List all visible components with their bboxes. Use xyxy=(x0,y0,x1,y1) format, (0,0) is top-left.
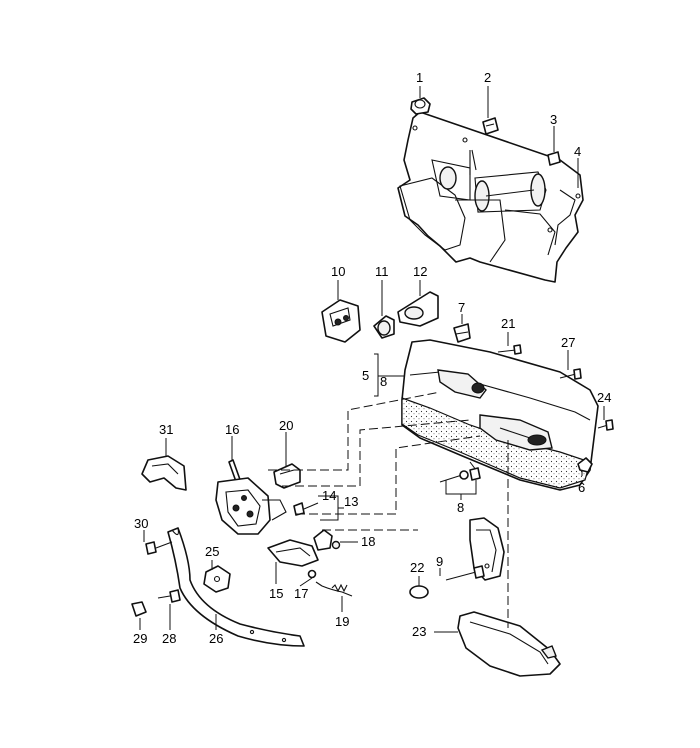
door-trim-panel xyxy=(401,339,599,491)
screw-part-8 xyxy=(439,467,481,500)
handle-part-15 xyxy=(267,539,319,567)
bracket-part-20 xyxy=(273,463,301,489)
clip-part-2 xyxy=(482,117,499,135)
callout-21: 21 xyxy=(501,316,515,331)
callout-19: 19 xyxy=(335,614,349,629)
armrest-bracket xyxy=(469,517,505,581)
grommet-part-1 xyxy=(410,97,431,115)
callout-20: 20 xyxy=(279,418,293,433)
lock-mechanism-part-13 xyxy=(215,477,287,535)
assembly-lines xyxy=(268,391,509,628)
callout-23: 23 xyxy=(412,624,426,639)
callout-2: 2 xyxy=(484,70,491,85)
callout-6: 6 xyxy=(578,480,585,495)
bracket-part-25 xyxy=(203,565,231,593)
rod-part-19 xyxy=(315,581,353,597)
callout-27: 27 xyxy=(561,335,575,350)
callout-13: 13 xyxy=(344,494,358,509)
screw-part-30 xyxy=(145,541,173,555)
screw-part-28 xyxy=(157,589,181,603)
callout-11: 11 xyxy=(375,264,389,279)
callout-16: 16 xyxy=(225,422,239,437)
clip-part-29 xyxy=(131,601,147,617)
callout-15: 15 xyxy=(269,586,283,601)
callout-29: 29 xyxy=(133,631,147,646)
screw-part-27 xyxy=(559,368,582,380)
knob-part-11 xyxy=(373,315,395,339)
cover-part-12 xyxy=(397,291,439,327)
leader-lines xyxy=(139,86,605,633)
door-carrier-panel xyxy=(397,111,584,283)
clip-part-6 xyxy=(577,457,593,473)
callout-3: 3 xyxy=(550,112,557,127)
callout-10: 10 xyxy=(331,264,345,279)
callout-31: 31 xyxy=(159,422,173,437)
callout-1: 1 xyxy=(416,70,423,85)
clip-part-3 xyxy=(547,151,561,166)
screw-part-24 xyxy=(597,419,614,431)
callout-7: 7 xyxy=(458,300,465,315)
switch-part-10 xyxy=(321,299,361,343)
callout-22: 22 xyxy=(410,560,424,575)
callout-8-upper: 8 xyxy=(380,374,387,389)
spring-part-17 xyxy=(307,569,317,579)
callout-12: 12 xyxy=(413,264,427,279)
bracket-part-18 xyxy=(313,529,341,551)
callout-24: 24 xyxy=(597,390,611,405)
callout-17: 17 xyxy=(294,586,308,601)
callout-25: 25 xyxy=(205,544,219,559)
screw-part-9 xyxy=(445,565,485,581)
callout-14: 14 xyxy=(322,488,336,503)
cap-part-22 xyxy=(409,585,429,599)
callout-8-lower: 8 xyxy=(457,500,464,515)
callout-4: 4 xyxy=(574,144,581,159)
callout-28: 28 xyxy=(162,631,176,646)
callout-labels: 1 2 3 4 10 11 12 7 21 27 5 8 24 6 8 31 1… xyxy=(133,70,611,646)
armrest-part-23 xyxy=(457,611,561,677)
callout-9: 9 xyxy=(436,554,443,569)
clip-part-7 xyxy=(453,323,471,343)
callout-26: 26 xyxy=(209,631,223,646)
screw-part-14 xyxy=(293,502,319,516)
callout-5: 5 xyxy=(362,368,369,383)
cover-part-31 xyxy=(141,455,187,491)
callout-18: 18 xyxy=(361,534,375,549)
screw-part-21 xyxy=(497,344,522,355)
pull-strap-part-26 xyxy=(167,527,305,647)
callout-30: 30 xyxy=(134,516,148,531)
